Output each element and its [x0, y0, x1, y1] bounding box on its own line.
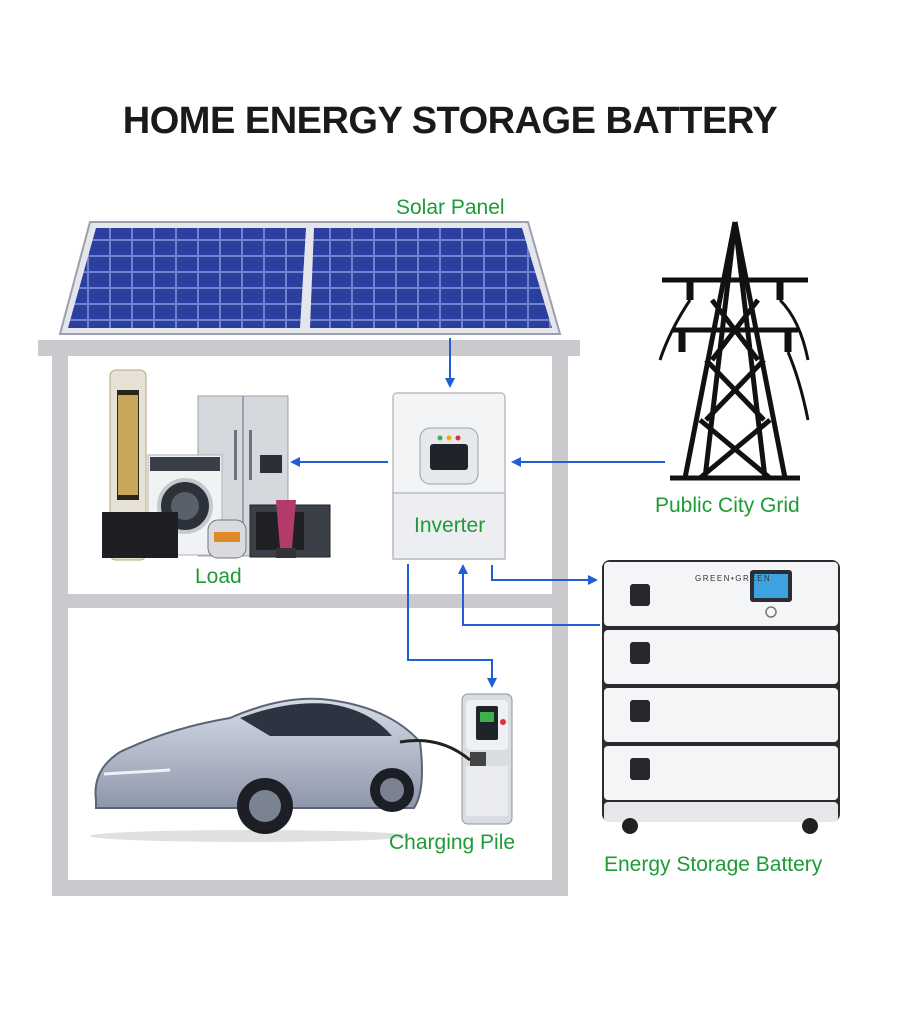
arrow-inverter-to-battery: [491, 565, 598, 585]
arrow-inverter-to-charging-pile: [407, 564, 497, 688]
solar-panel-icon: [58, 221, 562, 335]
house-frame: [38, 340, 580, 896]
energy-storage-battery-unit: [602, 560, 840, 834]
charging-pile-unit: [461, 693, 513, 825]
inverter-unit: [392, 392, 506, 560]
flow-arrows: [290, 338, 665, 688]
load-label: Load: [195, 565, 242, 588]
public-city-grid-label: Public City Grid: [655, 494, 800, 517]
charging-pile-label: Charging Pile: [389, 831, 516, 854]
charging-cable: [399, 738, 471, 762]
battery-brand-text: GREEN•GREEN: [695, 574, 771, 583]
arrow-battery-to-inverter: [458, 564, 600, 626]
energy-storage-battery-label: Energy Storage Battery: [604, 853, 823, 876]
page-title: HOME ENERGY STORAGE BATTERY: [122, 100, 778, 142]
power-tower-icon: [658, 221, 810, 481]
load-appliances-icon: [102, 369, 331, 561]
inverter-label: Inverter: [414, 514, 486, 537]
electric-car-icon: [90, 697, 423, 842]
solar-panel-label: Solar Panel: [396, 196, 505, 219]
